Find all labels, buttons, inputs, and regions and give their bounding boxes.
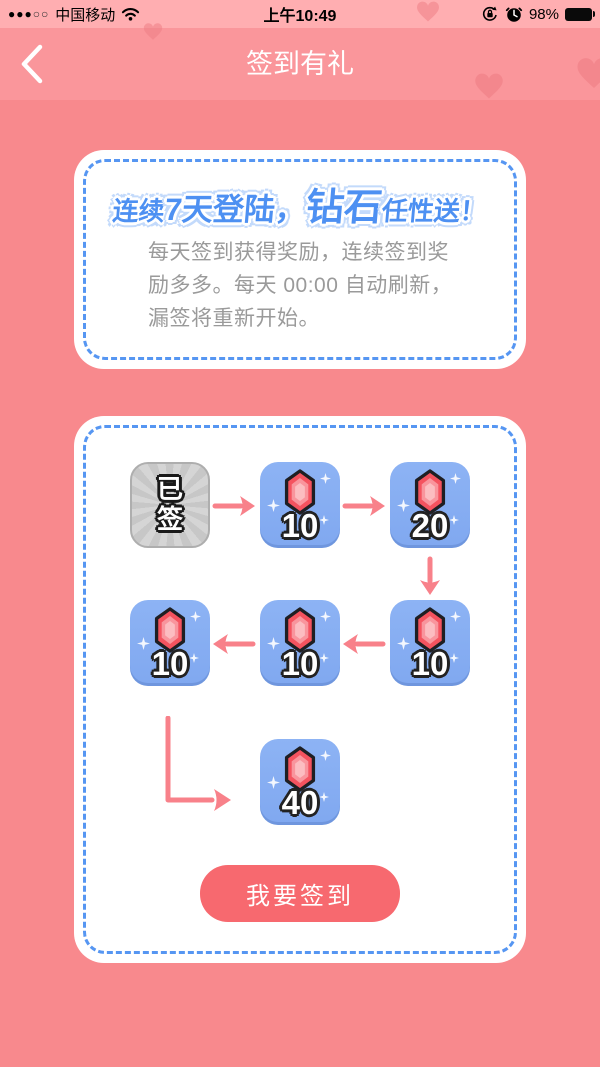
- day3-tile: 20: [390, 462, 470, 548]
- sparkle-icon: [190, 611, 201, 622]
- status-left: ●●●○○ 中国移动: [8, 4, 140, 25]
- sparkle-icon: [319, 792, 329, 802]
- promo-title: 连续7天登陆，钻石任性送！: [72, 176, 529, 231]
- day2-tile: 10: [260, 462, 340, 548]
- signin-button[interactable]: 我要签到: [200, 865, 400, 922]
- sparkle-icon: [189, 653, 199, 663]
- battery-percent-label: 98%: [528, 5, 559, 23]
- promo-title-part3: 钻石: [304, 187, 385, 229]
- promo-title-part4: 任性送！: [380, 196, 488, 226]
- sparkle-icon: [450, 611, 461, 622]
- arrow-right-icon: [342, 496, 385, 516]
- diamond-icon: [284, 746, 316, 792]
- diamond-icon: [284, 607, 316, 653]
- reward-amount: 20: [411, 507, 449, 544]
- signed-label: 已签: [156, 474, 184, 534]
- sparkle-icon: [450, 473, 461, 484]
- reward-amount: 10: [281, 645, 319, 682]
- diamond-icon: [414, 607, 446, 653]
- signal-strength-icon: ●●●○○: [8, 7, 50, 21]
- arrow-left-icon: [343, 634, 386, 654]
- promo-title-part2: 7天登陆，: [163, 192, 308, 227]
- status-bar: ●●●○○ 中国移动 上午10:49 98%: [0, 0, 600, 28]
- clock-label: 上午10:49: [263, 8, 337, 25]
- intro-card: 连续7天登陆，钻石任性送！ 每天签到获得奖励，连续签到奖励多多。每天 00:00…: [74, 150, 526, 369]
- reward-amount: 40: [281, 784, 319, 821]
- sparkle-icon: [319, 515, 329, 525]
- sparkle-icon: [320, 473, 331, 484]
- sparkle-icon: [320, 750, 331, 761]
- arrow-down-icon: [420, 556, 440, 595]
- dashed-border: [83, 425, 517, 954]
- rules-description: 每天签到获得奖励，连续签到奖励多多。每天 00:00 自动刷新，漏签将重新开始。: [148, 241, 453, 330]
- arrow-left-icon: [213, 634, 256, 654]
- back-button[interactable]: [14, 42, 48, 86]
- arrow-elbow-icon: [165, 716, 231, 811]
- alarm-icon: [505, 7, 523, 22]
- reward-amount: 10: [281, 507, 319, 544]
- orientation-lock-icon: [482, 6, 497, 21]
- diamond-icon: [284, 469, 316, 515]
- promo-title-part1: 连续: [111, 196, 167, 226]
- day1-tile-signed: 已签: [130, 462, 210, 548]
- page-title: 签到有礼: [246, 49, 354, 79]
- arrow-right-icon: [212, 496, 255, 516]
- battery-icon: [565, 7, 595, 21]
- day5-tile: 10: [260, 600, 340, 686]
- dashed-border: [83, 159, 517, 360]
- day6-tile: 10: [130, 600, 210, 686]
- reward-amount: 10: [411, 645, 449, 682]
- sparkle-icon: [320, 611, 331, 622]
- carrier-label: 中国移动: [55, 6, 116, 24]
- diamond-icon: [154, 607, 186, 653]
- nav-bar: 签到有礼: [0, 28, 600, 100]
- reward-amount: 10: [151, 645, 189, 682]
- sparkle-icon: [449, 515, 459, 525]
- status-right: 98%: [481, 5, 595, 23]
- checkin-card: 已签 10: [74, 416, 526, 963]
- wifi-icon: [122, 8, 140, 21]
- day7-tile: 40: [260, 739, 340, 825]
- sparkle-icon: [319, 653, 329, 663]
- sparkle-icon: [449, 653, 459, 663]
- day4-tile: 10: [390, 600, 470, 686]
- chevron-left-icon: [21, 44, 43, 84]
- diamond-icon: [414, 469, 446, 515]
